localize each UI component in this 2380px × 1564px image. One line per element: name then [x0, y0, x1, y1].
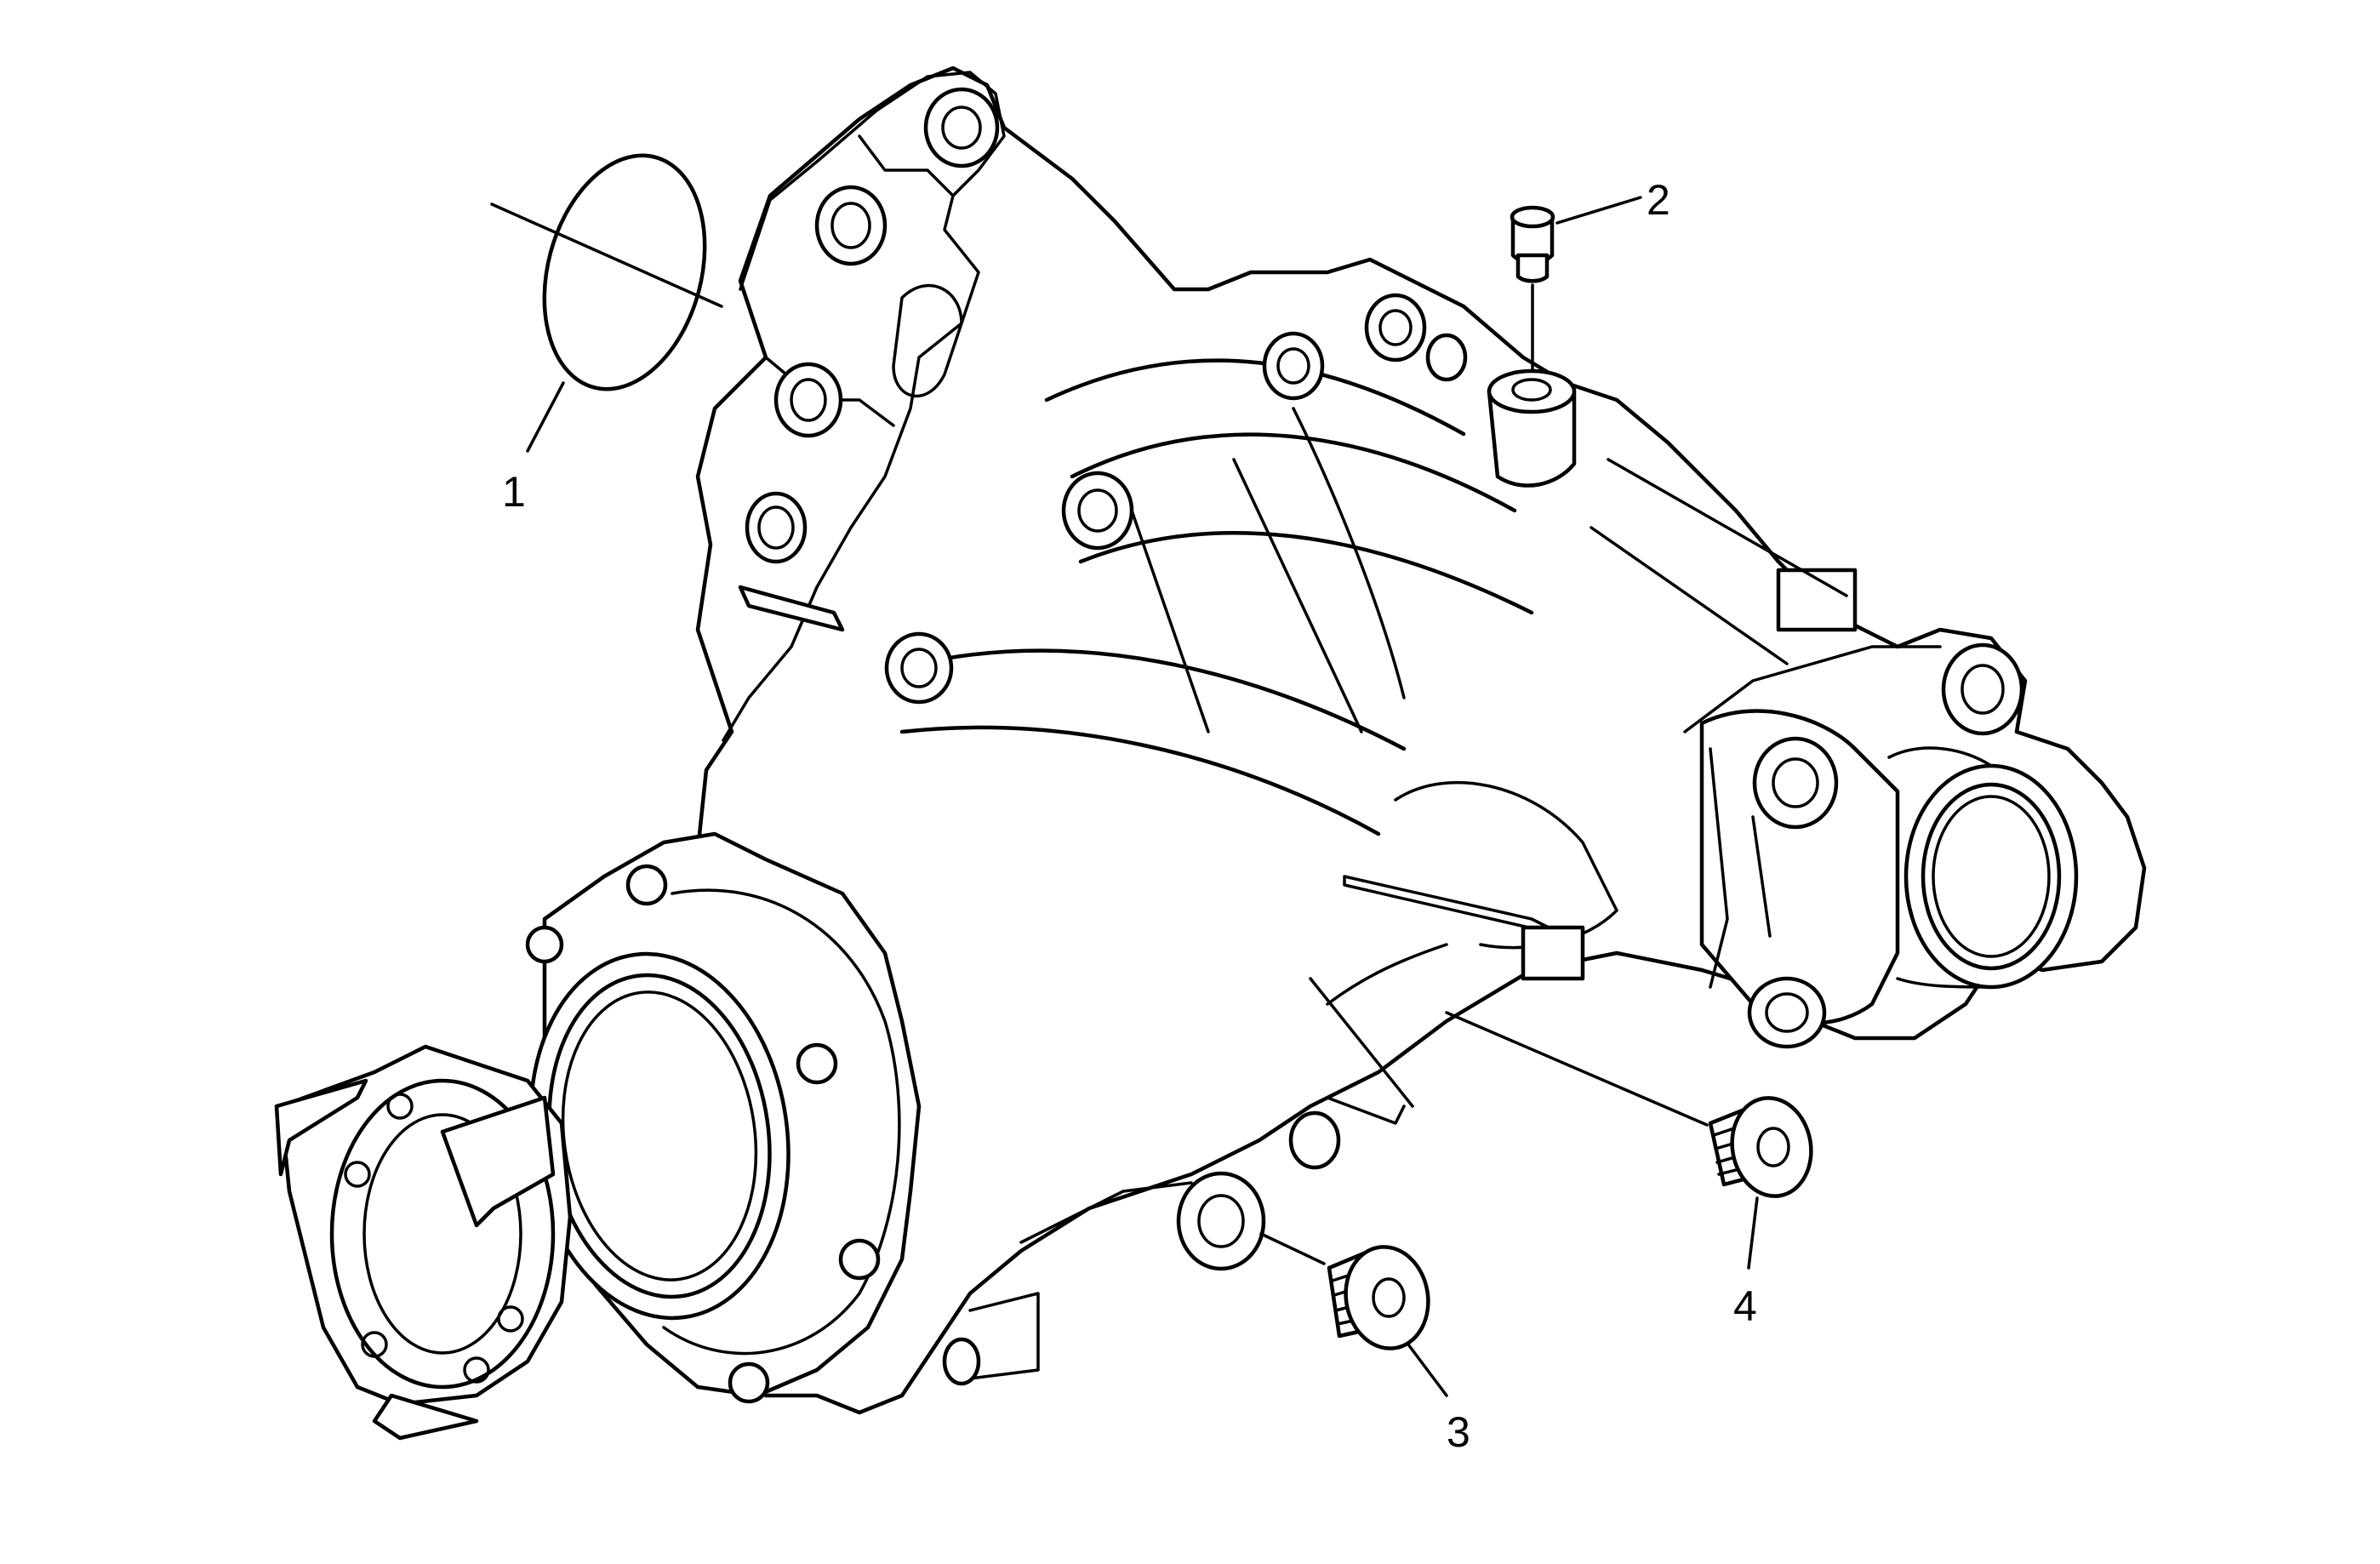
fill-plug-axis-line [1445, 1011, 1709, 1127]
drain-plug [1259, 1232, 1430, 1350]
callout-3: 3 [1407, 1343, 1470, 1456]
callout-4-label: 4 [1733, 1282, 1757, 1330]
callout-2-label: 2 [1647, 176, 1670, 224]
callout-1-label: 1 [502, 468, 526, 516]
callout-3-leader [1407, 1343, 1448, 1397]
callout-2: 2 [1555, 176, 1670, 225]
vent-plug [1510, 205, 1555, 372]
callout-4-leader [1747, 1196, 1759, 1270]
callout-3-label: 3 [1447, 1408, 1470, 1456]
o-ring-centerline [490, 203, 723, 308]
cover-bolts [525, 864, 881, 1404]
callout-2-leader [1555, 196, 1642, 225]
fill-plug [1445, 1011, 1813, 1198]
drain-plug-axis-line [1259, 1232, 1326, 1265]
callout-4: 4 [1733, 1196, 1759, 1330]
differential-housing [274, 66, 2147, 1441]
o-ring-seal [490, 153, 723, 391]
callout-1-leader [526, 381, 565, 453]
callout-1: 1 [502, 381, 565, 516]
